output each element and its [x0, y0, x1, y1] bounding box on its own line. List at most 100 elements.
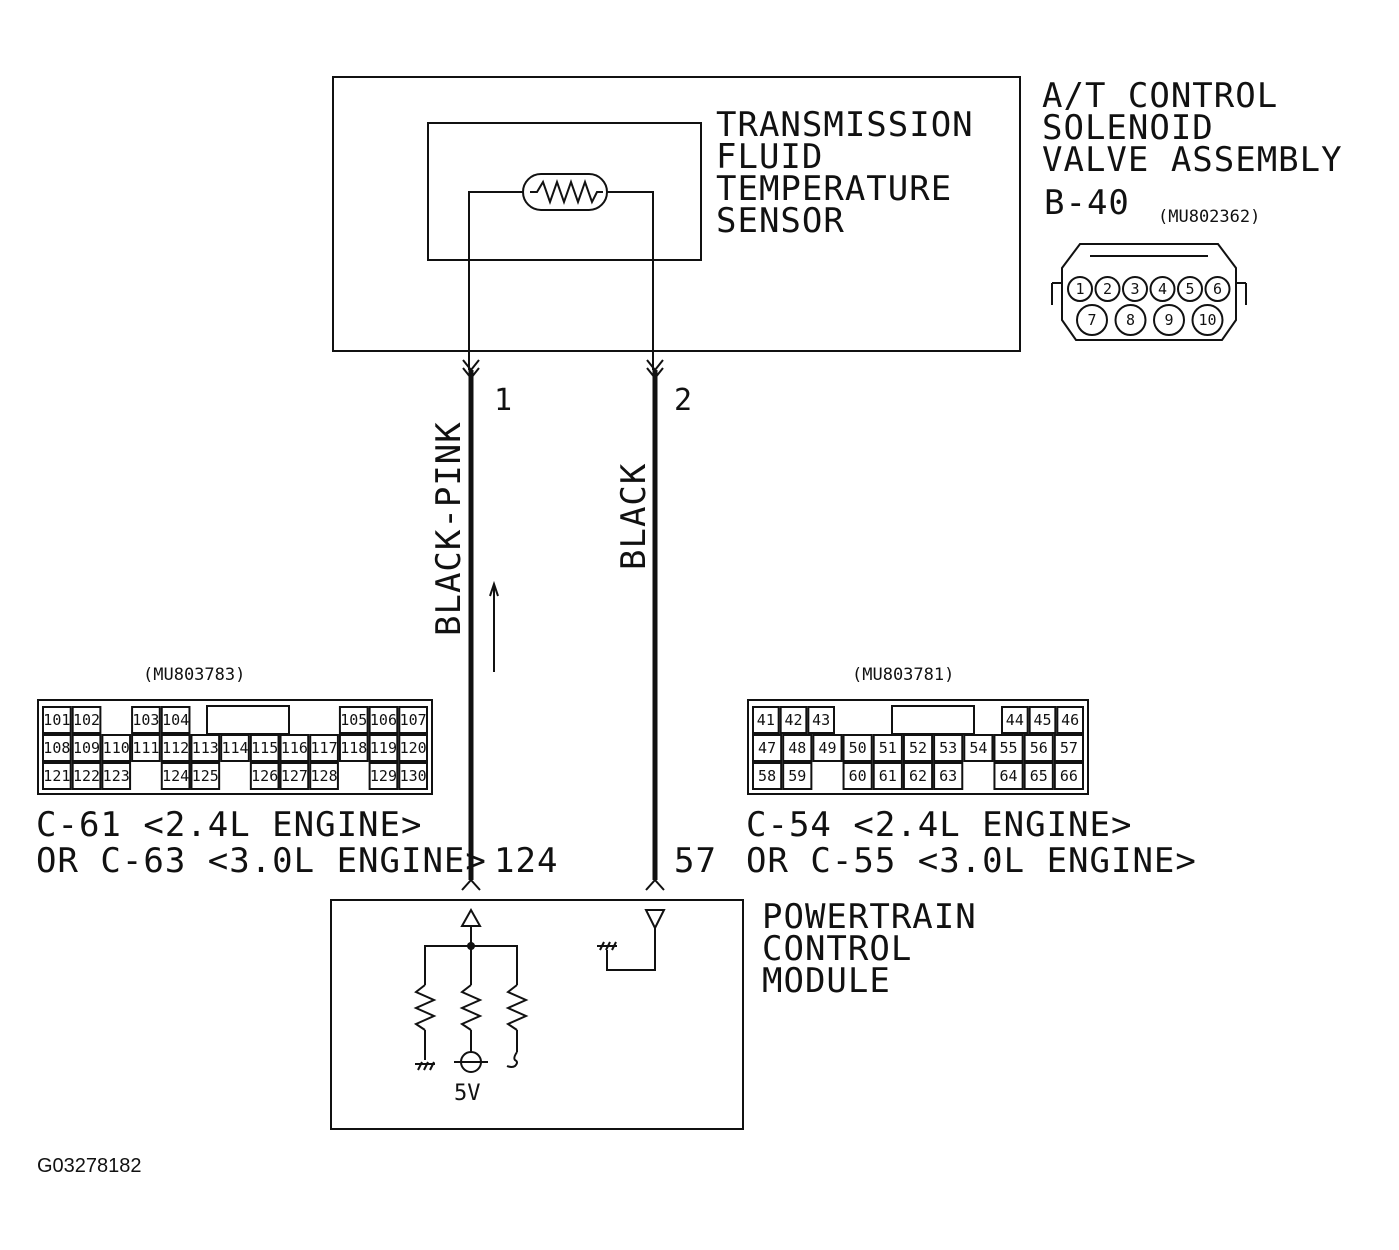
connector-pin-cell: [71, 762, 102, 790]
connector-pin-cell: [279, 762, 310, 790]
connector-pin-cell: [368, 706, 399, 734]
terminal-57-chevron-icon: [645, 878, 665, 891]
right-connector-outline: [747, 699, 1089, 795]
connector-pin-label: 126: [251, 767, 278, 785]
sensor-label-line2: FLUID: [716, 137, 823, 177]
connector-pin-label: 120: [400, 739, 427, 757]
connector-pin-label: 104: [162, 711, 189, 729]
connector-pin-cell: [1053, 762, 1085, 790]
connector-pin-cell: [872, 734, 903, 762]
connector-pin-label: 45: [1033, 711, 1051, 729]
wire-right-color: BLACK: [614, 463, 654, 570]
pcm-supply-label: 5V: [454, 1081, 481, 1106]
connector-pin-cell: [779, 706, 808, 734]
connector-pin-label: 114: [221, 739, 248, 757]
connector-pin-cell: [1056, 706, 1085, 734]
connector-pin-label: 41: [757, 711, 775, 729]
connector-pin-cell: [368, 734, 399, 762]
connector-pin-label: 130: [400, 767, 427, 785]
connector-pin-cell: [1023, 734, 1054, 762]
connector-pin-cell: [872, 762, 903, 790]
pcm-label-line2: CONTROL: [762, 929, 912, 969]
connector-pin-label: 60: [849, 767, 867, 785]
wire-left-pin-bottom: 124: [494, 841, 558, 881]
sensor-lead-right: [607, 191, 654, 370]
terminal-2-chevron-icon: [646, 359, 664, 380]
connector-pin-label: 125: [192, 767, 219, 785]
connector-pin-label: 44: [1006, 711, 1024, 729]
connector-pin-label: 123: [103, 767, 130, 785]
connector-pin-cell: [782, 734, 813, 762]
wire-right-pin-top: 2: [674, 383, 692, 418]
connector-pin-label: 55: [1000, 739, 1018, 757]
connector-pin-cell: [71, 734, 102, 762]
connector-pin-cell: [131, 734, 161, 762]
thermistor-icon: [522, 173, 608, 211]
connector-pin-cell: [101, 734, 132, 762]
wire-left-color: BLACK-PINK: [429, 421, 469, 636]
assembly-label-line1: A/T CONTROL: [1042, 76, 1278, 116]
assembly-label-line3: VALVE ASSEMBLY: [1042, 140, 1343, 180]
connector-pin-cell: [160, 706, 191, 734]
left-connector-caption-1: C-61 <2.4L ENGINE>: [36, 805, 422, 845]
connector-pin-cell: [807, 706, 835, 734]
connector-pin-cell: [160, 734, 191, 762]
connector-pin-label: 119: [370, 739, 397, 757]
connector-pin-label: 110: [103, 739, 130, 757]
connector-pin-label: 112: [162, 739, 189, 757]
connector-pin-label: 53: [939, 739, 957, 757]
b40-pin-label: 3: [1130, 280, 1139, 298]
connector-pin-label: 66: [1060, 767, 1078, 785]
connector-pin-cell: [752, 762, 783, 790]
b40-pin-label: 8: [1126, 311, 1135, 329]
connector-pin-label: 47: [758, 739, 776, 757]
sensor-label-line3: TEMPERATURE: [716, 169, 952, 209]
connector-pin-cell: [842, 762, 873, 790]
pcm-label-line1: POWERTRAIN: [762, 897, 977, 937]
b40-pin-label: 1: [1075, 280, 1084, 298]
connector-pin-label: 59: [788, 767, 806, 785]
connector-pin-cell: [752, 734, 783, 762]
connector-pin-cell: [309, 734, 339, 762]
connector-pin-label: 109: [73, 739, 100, 757]
figure-id: G03278182: [37, 1155, 142, 1177]
connector-pin-label: 63: [939, 767, 957, 785]
assembly-label-line2: SOLENOID: [1042, 108, 1214, 148]
connector-pin-label: 129: [370, 767, 397, 785]
b40-pin-circle: [1153, 304, 1185, 336]
connector-pin-cell: [190, 762, 221, 790]
b40-part-number: (MU802362): [1158, 207, 1260, 227]
connector-pin-cell: [42, 762, 72, 790]
b40-pin-label: 9: [1164, 311, 1173, 329]
b40-pin-label: 7: [1087, 311, 1096, 329]
connector-pin-label: 118: [340, 739, 367, 757]
connector-pin-label: 54: [969, 739, 987, 757]
right-connector-caption-2: OR C-55 <3.0L ENGINE>: [746, 841, 1197, 881]
connector-pin-cell: [398, 762, 428, 790]
connector-key-block: [891, 705, 975, 735]
connector-pin-label: 58: [758, 767, 776, 785]
connector-pin-label: 48: [788, 739, 806, 757]
connector-pin-cell: [1028, 706, 1057, 734]
pull-down-resistor-icon: [413, 984, 437, 1031]
connector-pin-cell: [752, 706, 780, 734]
connector-pin-cell: [993, 762, 1024, 790]
ground-icon-left: [415, 1061, 435, 1071]
b40-pin-label: 6: [1213, 280, 1222, 298]
connector-pin-label: 122: [73, 767, 100, 785]
connector-pin-label: 49: [818, 739, 836, 757]
b40-pin-circle: [1177, 276, 1203, 302]
connector-pin-cell: [131, 706, 161, 734]
b40-pin-circle: [1067, 276, 1093, 302]
connector-pin-label: 103: [132, 711, 159, 729]
connector-pin-cell: [993, 734, 1024, 762]
connector-pin-label: 51: [879, 739, 897, 757]
connector-pin-label: 101: [43, 711, 70, 729]
connector-key-block: [206, 705, 290, 735]
connector-pin-cell: [309, 762, 339, 790]
connector-pin-label: 128: [311, 767, 338, 785]
terminal-1-chevron-icon: [462, 359, 480, 380]
sensor-label-line1: TRANSMISSION: [716, 105, 974, 145]
